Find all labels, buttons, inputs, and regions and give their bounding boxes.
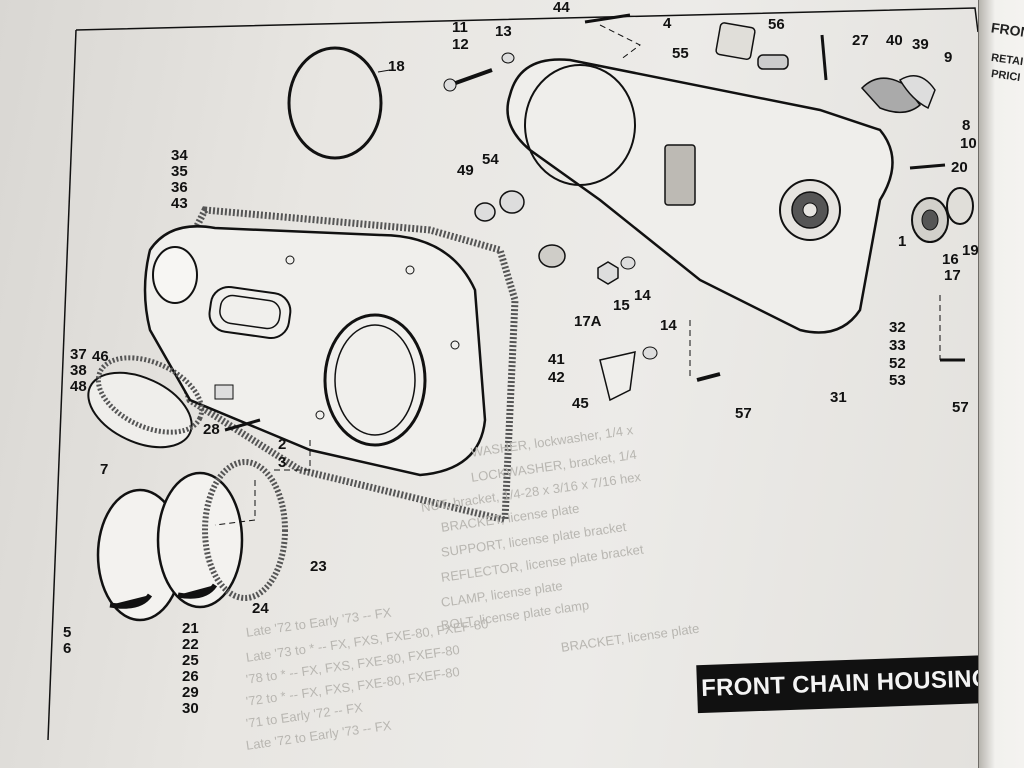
callout-4: 4 [663,15,672,32]
facing-page-tab-line: FRON [990,19,1024,41]
callout-44: 44 [553,0,570,16]
callout-16: 16 [942,251,959,268]
inspection-cover [87,371,193,449]
callout-1: 1 [898,233,907,250]
callout-52: 52 [889,355,906,372]
callout-14a: 14 [634,287,651,304]
callout-33: 33 [889,337,906,354]
callout-32: 32 [889,319,906,336]
callout-57-right: 57 [952,399,969,416]
facing-page-tab-line: RETAI [990,51,1024,69]
facing-page-edge: FRON RETAI PRICI [978,0,1024,768]
callout-8: 8 [962,117,971,134]
callout-39: 39 [912,36,929,53]
callout-9: 9 [944,49,953,66]
callout-20: 20 [951,159,968,176]
callout-13: 13 [495,23,512,40]
callout-2: 2 [278,436,287,453]
callout-3: 3 [278,454,287,471]
callout-7: 7 [100,461,109,478]
callout-23: 23 [310,558,327,575]
callout-37-48: 37 38 48 [70,346,87,395]
callout-24: 24 [252,600,269,617]
callout-28: 28 [203,421,220,438]
callout-19: 19 [962,242,979,259]
callout-10: 10 [960,135,977,152]
callout-5-6: 5 6 [63,624,72,657]
callout-49: 49 [457,162,474,179]
callout-45: 45 [572,395,589,412]
callout-57-center: 57 [735,405,752,422]
callout-15: 15 [613,297,630,314]
inner-housing [506,58,894,334]
callout-21-30: 21 22 25 26 29 30 [182,620,199,717]
frame-left [47,29,77,741]
callout-14b: 14 [660,317,677,334]
callout-11: 11 [452,19,468,36]
callout-18: 18 [388,58,405,75]
callout-40: 40 [886,32,903,49]
facing-page-tab-line: PRICI [990,68,1022,84]
callout-17a: 17A [574,313,602,330]
outer-cover [143,225,487,477]
callout-53: 53 [889,372,906,389]
callout-27: 27 [852,32,869,49]
callout-46: 46 [92,348,109,365]
callout-55: 55 [672,45,689,62]
callout-12: 12 [452,36,469,53]
callout-34-43: 34 35 36 43 [171,147,188,212]
o-ring-18 [287,46,383,160]
callout-42: 42 [548,369,565,386]
callout-56: 56 [768,16,785,33]
callout-31: 31 [830,389,847,406]
frame-top [75,7,979,33]
callout-17: 17 [944,267,961,284]
callout-54: 54 [482,151,499,168]
callout-41: 41 [548,351,565,368]
